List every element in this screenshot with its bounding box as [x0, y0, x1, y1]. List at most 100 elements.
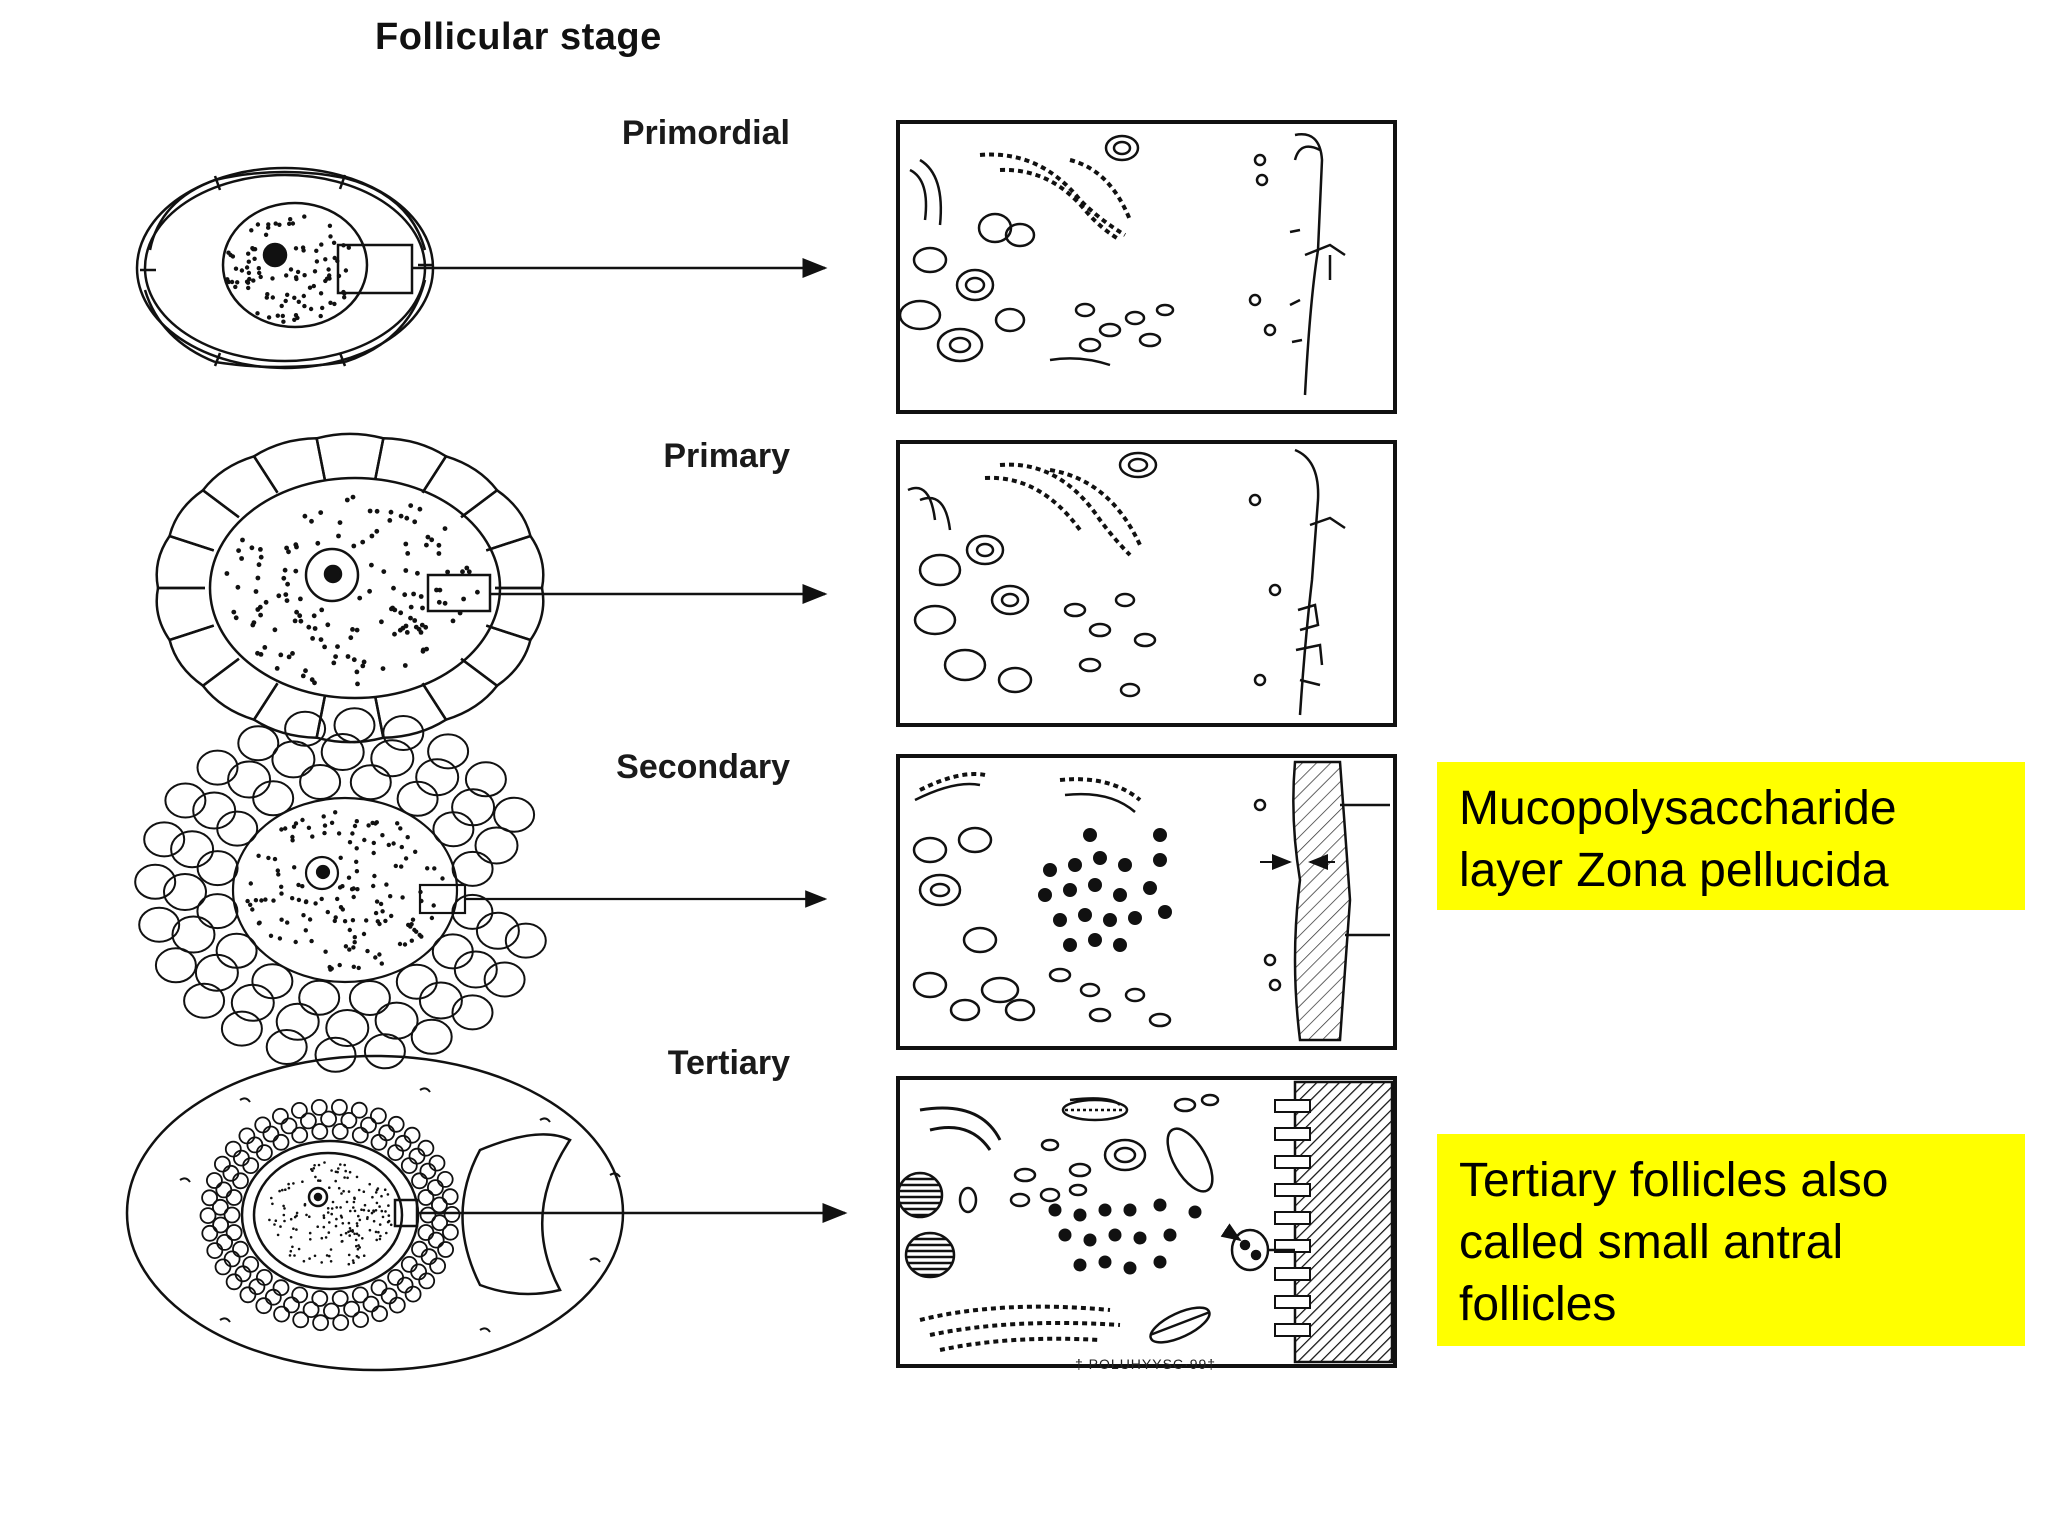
cytoplasm-dot — [296, 299, 301, 304]
granulosa-cell — [451, 994, 494, 1031]
granulosa-cell — [363, 1033, 406, 1070]
cytoplasm-dot — [364, 918, 369, 923]
cytoplasm-dot — [301, 293, 306, 299]
cytoplasm-dot — [360, 539, 366, 545]
cytoplasm-dot — [358, 1218, 362, 1222]
cytoplasm-dot — [354, 1238, 358, 1242]
theca-cell — [589, 1257, 601, 1263]
granulosa-cell — [168, 489, 240, 552]
cytoplasm-dot — [344, 497, 350, 503]
cytoplasm-dot — [357, 1244, 360, 1247]
cytoplasm-dot — [280, 313, 285, 319]
cortical-granule — [1123, 1261, 1137, 1275]
cytoplasm-dot — [356, 1224, 359, 1228]
granulosa-cell — [429, 1257, 447, 1275]
granulosa-cell — [232, 1240, 249, 1258]
cytoplasm-dot — [274, 1219, 278, 1222]
granulosa-cell — [215, 1181, 233, 1199]
granulosa-cell — [427, 1231, 445, 1249]
cortical-granule — [1113, 938, 1127, 952]
cytoplasm-dot — [292, 1227, 295, 1230]
cytoplasm-dot — [246, 285, 251, 291]
granulosa-cell — [330, 1098, 348, 1116]
cytoplasm-dot — [366, 823, 371, 828]
cytoplasm-dot — [374, 1191, 378, 1194]
cytoplasm-dot — [399, 844, 404, 850]
cytoplasm-dot — [290, 834, 295, 840]
cytoplasm-dot — [274, 666, 280, 671]
granulosa-cell — [370, 739, 415, 778]
cytoplasm-dot — [352, 940, 357, 945]
granulosa-cell — [314, 1036, 357, 1073]
granulosa-cell — [419, 1206, 437, 1224]
cytoplasm-dot — [366, 1217, 369, 1221]
cytoplasm-dot — [331, 1200, 335, 1204]
cytoplasm-dot — [290, 651, 295, 656]
cytoplasm-dot — [408, 604, 414, 610]
cytoplasm-dot — [312, 680, 317, 686]
cytoplasm-dot — [365, 948, 370, 954]
cytoplasm-dot — [301, 913, 306, 918]
cytoplasm-dot — [355, 681, 360, 687]
cytoplasm-dot — [392, 631, 397, 637]
cytoplasm-dot — [318, 510, 324, 515]
granulosa-cell — [315, 432, 385, 480]
cytoplasm-dot — [432, 866, 437, 871]
cortical-granule — [1128, 911, 1142, 925]
cytoplasm-dot — [293, 939, 298, 945]
cytoplasm-dot — [244, 265, 250, 270]
cytoplasm-dot — [326, 267, 331, 272]
cytoplasm-dot — [333, 915, 338, 920]
granulosa-cell — [170, 830, 215, 869]
cytoplasm-dot — [279, 827, 284, 832]
cytoplasm-dot — [312, 1167, 316, 1170]
granulosa-cell — [421, 657, 499, 721]
cytoplasm-dot — [368, 1182, 372, 1186]
cytoplasm-dot — [285, 292, 290, 297]
cytoplasm-dot — [295, 1228, 298, 1231]
cytoplasm-dot — [371, 850, 376, 856]
cytoplasm-dot — [300, 245, 306, 250]
cytoplasm-dot — [354, 859, 359, 864]
cytoplasm-dot — [346, 875, 352, 880]
cytoplasm-dot — [377, 1230, 380, 1234]
granulosa-cell — [331, 1290, 349, 1307]
cytoplasm-dot — [334, 1170, 338, 1174]
cytoplasm-dot — [423, 624, 429, 630]
cytoplasm-dot — [281, 1188, 284, 1192]
granulosa-cell — [370, 1279, 388, 1297]
cytoplasm-dot — [293, 1215, 297, 1219]
cytoplasm-dot — [311, 613, 317, 619]
granulosa-cell — [441, 1188, 459, 1206]
cytoplasm-dot — [240, 537, 245, 543]
cytoplasm-dot — [289, 1217, 293, 1221]
cytoplasm-dot — [354, 819, 359, 824]
cytoplasm-dot — [332, 301, 337, 307]
cytoplasm-dot — [272, 856, 278, 862]
cortical-granule — [1058, 1228, 1072, 1242]
cytoplasm-dot — [346, 245, 351, 250]
cytoplasm-dot — [257, 270, 262, 276]
cytoplasm-dot — [249, 545, 255, 551]
cytoplasm-dot — [375, 1188, 379, 1192]
cytoplasm-dot — [350, 918, 356, 923]
cytoplasm-dot — [350, 627, 355, 632]
cytoplasm-dot — [322, 644, 327, 650]
cytoplasm-dot — [246, 270, 252, 276]
cytoplasm-dot — [305, 1213, 308, 1217]
cytoplasm-dot — [293, 542, 299, 548]
granulosa-cell — [460, 489, 532, 552]
cytoplasm-dot — [378, 901, 384, 907]
cytoplasm-dot — [384, 882, 389, 887]
cytoplasm-dot — [357, 1234, 361, 1237]
granulosa-cell — [320, 1110, 338, 1128]
cytoplasm-dot — [233, 284, 238, 290]
stage-label-primary: Primary — [663, 437, 790, 475]
granulosa-cell — [271, 1107, 289, 1125]
cytoplasm-dot — [349, 1229, 352, 1233]
cytoplasm-dot — [335, 644, 340, 649]
cytoplasm-dot — [339, 1214, 343, 1218]
granulosa-cell — [164, 782, 207, 819]
tertiary-cortical-granules — [1048, 1198, 1202, 1275]
cytoplasm-dot — [387, 518, 393, 523]
